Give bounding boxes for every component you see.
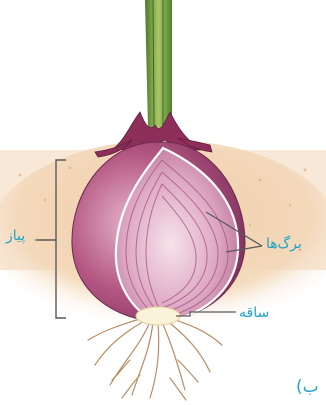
- stem-label: ساقه: [239, 306, 269, 320]
- leaves-label: برگ‌ها: [266, 237, 302, 251]
- green-shoot: [145, 0, 172, 128]
- figure-part-label: ب): [296, 379, 319, 396]
- onion-label: پیاز: [6, 229, 25, 243]
- onion-basal-plate: [136, 307, 180, 325]
- roots: [88, 318, 222, 400]
